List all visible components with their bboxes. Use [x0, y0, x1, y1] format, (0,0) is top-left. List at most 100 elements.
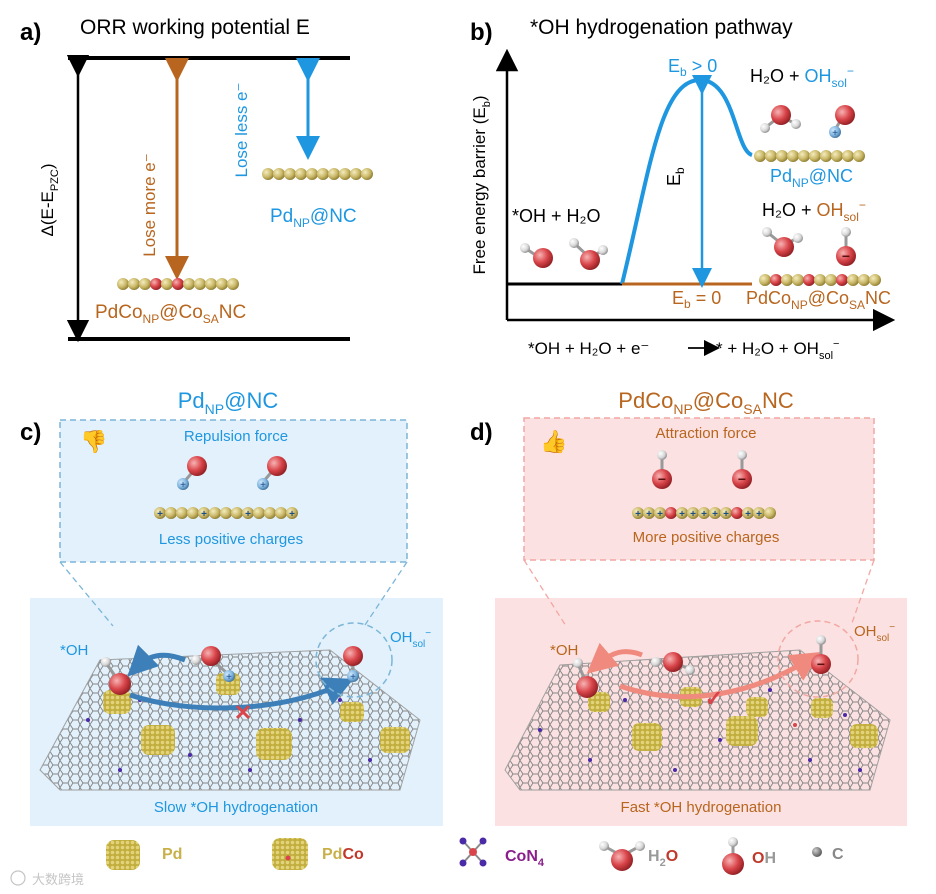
lose-more-label: Lose more e⁻ [140, 153, 159, 256]
svg-text:+: + [756, 509, 762, 520]
panel-d-oh-label: *OH [550, 642, 578, 659]
potential-axis-label: Δ(E-EPZC) [38, 163, 61, 236]
hydrogenation-arrow-d [619, 652, 821, 700]
adsorbed-oh-d [573, 658, 598, 698]
thumbs-up-icon: 👍 [540, 429, 567, 454]
legend-h2o-label: H2O [648, 848, 678, 869]
legend-pdco: PdCo [272, 838, 364, 870]
h2o-approach-arrow-d [586, 642, 643, 674]
initial-state-label: *OH + H₂O [512, 206, 601, 226]
pd-nanoparticles-c [103, 673, 410, 760]
initial-molecules [520, 238, 608, 270]
legend-con4-label: CoN4 [505, 848, 545, 869]
svg-text:+: + [201, 509, 207, 520]
legend-pd-label: Pd [162, 846, 182, 863]
adsorbed-oh-c [101, 657, 131, 695]
panel-c-heading: PdNP@NC [178, 388, 279, 417]
svg-text:−: − [658, 471, 666, 487]
pdco-nanoparticle-icon [272, 838, 308, 870]
panel-b: b) *OH hydrogenation pathway Free energy… [470, 16, 896, 362]
svg-text:+: + [289, 509, 295, 520]
legend: Pd PdCo CoN4 H2O [106, 837, 844, 875]
zoom-guide-right-d [851, 559, 875, 624]
svg-text:+: + [350, 672, 356, 683]
watermark-text: 大数跨境 [32, 872, 84, 887]
h2o-molecule-icon [599, 841, 645, 871]
pdco-product-molecules: − [762, 227, 856, 266]
svg-text:+: + [226, 672, 232, 683]
panel-d-ohsol-label: OHsol− [854, 622, 895, 644]
pd-np-nc-label-a: PdNP@NC [270, 206, 357, 230]
panel-d-zoom-box [523, 417, 875, 561]
panel-c-zoom-chain: + + + + [154, 507, 298, 520]
zoom-guide-right [364, 561, 408, 626]
pdco-products-label: H₂O + OHsol− [762, 198, 866, 224]
pdco-np-chain [117, 278, 239, 290]
svg-text:+: + [260, 480, 266, 491]
water-molecule-c: + [191, 646, 235, 683]
ohsol-ion-d: − [811, 635, 831, 674]
panel-c-oh-label: *OH [60, 642, 88, 659]
ohsol-highlight-c [315, 622, 393, 698]
pd-chain-b [754, 150, 865, 162]
panel-b-title: *OH hydrogenation pathway [530, 16, 793, 39]
eb-axis-label: Free energy barrier (Eb) [470, 95, 493, 274]
carbon-atom-icon [812, 847, 822, 857]
svg-text:+: + [690, 509, 696, 520]
panel-d-caption: Fast *OH hydrogenation [621, 799, 782, 816]
svg-text:+: + [180, 480, 186, 491]
ohsol-highlight-d [777, 620, 859, 698]
pd-barrier-curve [620, 77, 754, 285]
pd-np-chain [262, 168, 373, 180]
svg-text:+: + [245, 509, 251, 520]
panel-b-letter: b) [470, 19, 493, 46]
svg-text:+: + [646, 509, 652, 520]
lose-less-label: Lose less e⁻ [232, 83, 251, 178]
panel-d-zoom-oh-ions: − − [652, 450, 752, 489]
panel-c-zoom-box [59, 419, 408, 563]
panel-a-letter: a) [20, 19, 41, 46]
panel-c-ohsol-label: OHsol− [390, 628, 431, 650]
panel-c-letter: c) [20, 419, 41, 446]
legend-con4: CoN4 [459, 837, 545, 869]
svg-text:+: + [712, 509, 718, 520]
panel-d-zoom-chain: ++++++++++ [632, 507, 776, 520]
panel-a-title: ORR working potential E [80, 16, 310, 39]
reaction-equation-right: * + H₂O + OHsol− [716, 338, 839, 362]
svg-text:+: + [657, 509, 663, 520]
pd-products-label: H₂O + OHsol− [750, 64, 854, 90]
svg-text:+: + [723, 509, 729, 520]
h2o-approach-arrow-c [127, 644, 186, 677]
svg-text:−: − [842, 248, 850, 264]
thumbs-down-icon: 👎 [80, 429, 107, 454]
legend-oh: OH [722, 837, 776, 875]
panel-c-caption: Slow *OH hydrogenation [154, 799, 318, 816]
legend-oh-label: OH [752, 850, 776, 867]
svg-text:+: + [832, 128, 838, 139]
watermark: 大数跨境 [10, 870, 84, 887]
legend-h2o: H2O [599, 841, 678, 871]
pdco-nanoparticles-d [588, 687, 878, 751]
svg-text:−: − [738, 471, 746, 487]
repulsion-label: Repulsion force [184, 428, 288, 445]
hydrogenation-arrow-c [129, 677, 354, 711]
pdco-chain-b [759, 274, 881, 286]
eb-arrow-label: Eb [664, 167, 687, 186]
ohsol-ion-c: + [343, 646, 363, 683]
svg-text:+: + [157, 509, 163, 520]
panel-d-heading: PdCoNP@CoSANC [618, 388, 794, 417]
attraction-label: Attraction force [656, 425, 757, 442]
blocked-cross-icon: ✕ [234, 700, 252, 725]
eb-zero-label: Eb = 0 [672, 288, 721, 311]
legend-pd: Pd [106, 840, 182, 870]
svg-text:+: + [701, 509, 707, 520]
panel-d-letter: d) [470, 419, 493, 446]
carbon-lattice-d [504, 649, 891, 791]
svg-text:+: + [635, 509, 641, 520]
eb-positive-label: Eb > 0 [668, 56, 717, 79]
svg-text:−: − [817, 656, 825, 672]
reaction-equation-left: *OH + H₂O + e⁻ [528, 339, 649, 358]
pdco-label-a: PdCoNP@CoSANC [95, 302, 246, 326]
zoom-guide-left-d [523, 559, 567, 627]
